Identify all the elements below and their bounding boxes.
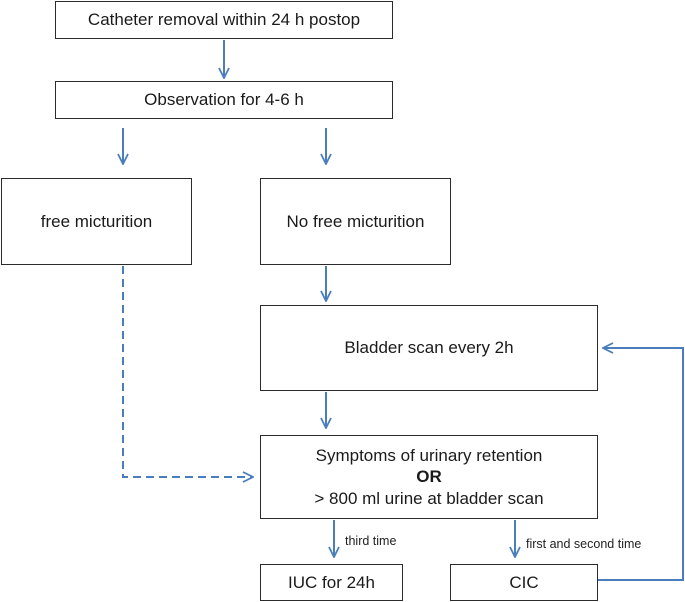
arrow-cic-loop-to-bladderscan <box>598 348 684 581</box>
retention-or: OR <box>416 467 442 487</box>
retention-line-3: > 800 ml urine at bladder scan <box>314 488 544 508</box>
edge-label-third-time: third time <box>345 534 397 548</box>
node-urinary-retention: Symptoms of urinary retention OR > 800 m… <box>260 435 598 519</box>
node-iuc: IUC for 24h <box>260 564 403 601</box>
node-no-free-micturition: No free micturition <box>260 178 451 265</box>
node-observation: Observation for 4-6 h <box>55 81 393 119</box>
node-cic: CIC <box>450 564 598 601</box>
arrow-free-to-retention-dashed <box>122 266 253 477</box>
edge-label-first-second-time: first and second time <box>526 537 642 551</box>
node-bladder-scan: Bladder scan every 2h <box>260 305 598 391</box>
node-free-micturition: free micturition <box>1 178 192 265</box>
retention-line-1: Symptoms of urinary retention <box>315 446 543 466</box>
node-catheter-removal: Catheter removal within 24 h postop <box>55 1 393 39</box>
